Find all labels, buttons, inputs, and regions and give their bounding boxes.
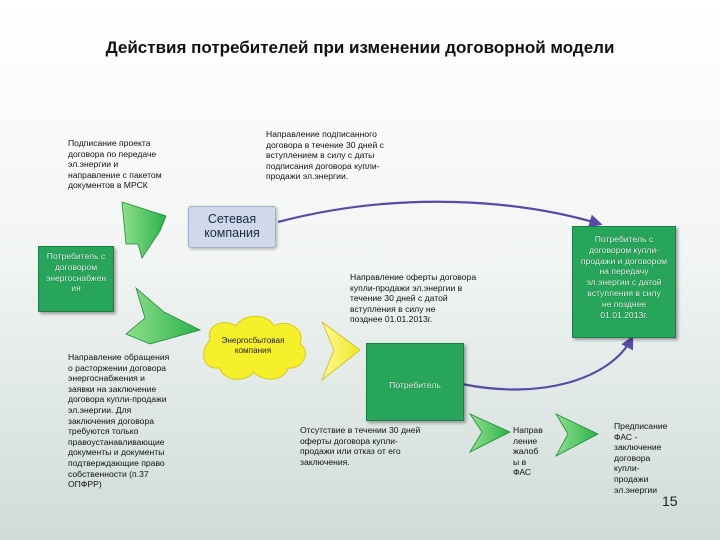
curve-arrow-consumer-to-sale <box>461 335 634 391</box>
note-line: Отсутствие в течении 30 дней <box>300 425 421 435</box>
consumer-sale-line: на передачу <box>599 266 649 277</box>
consumer-sale-line: продажи и договором <box>580 255 668 266</box>
consumer-sale-line: Потребитель с <box>594 234 654 244</box>
note-line: собственности (п.37 <box>68 468 149 479</box>
consumer-supply-line: Потребитель с <box>46 251 106 261</box>
arrow-complaint-to-fas <box>554 413 599 457</box>
note-line: Направление подписанного <box>266 129 377 139</box>
note-complaint: Направ ление жалоб ы в ФАС <box>513 425 557 478</box>
arrow-appeal-to-energy <box>125 286 202 345</box>
note-line: эл.энергии и <box>68 159 119 170</box>
consumer-label: Потребитель <box>389 380 441 390</box>
network-company-box: Сетевая компания <box>188 206 276 248</box>
consumer-sale-line: договором купли- <box>588 244 660 255</box>
energy-sales-cloud <box>203 315 306 380</box>
note-line: заключения. <box>300 456 350 467</box>
note-project: Подписание проекта договора по передаче … <box>68 138 198 191</box>
network-company-line: Сетевая <box>207 212 257 226</box>
note-fas: Предписание ФАС - заключение договора ку… <box>614 421 684 495</box>
note-line: эл.энергии <box>614 484 658 495</box>
page-number: 15 <box>662 493 678 509</box>
consumer-supply-line: энергоснабжен <box>45 272 107 283</box>
energy-sales-line: Энергосбытовая <box>221 336 285 345</box>
energy-sales-line: компания <box>234 346 272 355</box>
note-line: ФАС <box>513 467 532 478</box>
arrow-energy-to-consumer <box>321 320 361 382</box>
arrow-project-to-network <box>121 201 167 259</box>
note-line: ы в <box>513 456 527 467</box>
consumer-sale-line: не позднее <box>601 298 647 309</box>
consumer-box: Потребитель <box>366 343 464 421</box>
note-line: подтверждающие право <box>68 457 165 468</box>
note-line: требуются только <box>68 426 139 437</box>
note-line: продажи эл.энергии. <box>266 171 349 182</box>
page-title: Действия потребителей при изменении дого… <box>105 38 615 57</box>
note-line: договора в течение 30 дней с <box>266 139 384 150</box>
consumer-sale-line: 01.01.2013г. <box>600 309 648 320</box>
note-line: заключение <box>614 442 662 453</box>
consumer-sale-line: эл.энергии с датой <box>586 277 662 288</box>
note-line: заключения договора <box>68 415 155 426</box>
note-line: Направление обращения <box>68 352 170 362</box>
note-line: о расторжении договора <box>68 362 167 373</box>
note-line: ОПФРР) <box>68 479 102 490</box>
note-appeal: Направление обращения о расторжении дого… <box>68 352 196 490</box>
note-line: ление <box>513 435 538 446</box>
note-line: подписания договора купли- <box>266 160 380 171</box>
note-line: продажи <box>614 473 649 484</box>
curve-arrow-network-to-sale <box>277 200 603 228</box>
note-line: позднее 01.01.2013г. <box>350 314 433 325</box>
note-offer: Направление оферты договора купли-продаж… <box>350 272 510 325</box>
note-absence: Отсутствие в течении 30 дней оферты дого… <box>300 425 460 467</box>
note-line: течение 30 дней с датой <box>350 293 448 304</box>
note-line: договора купли-продажи <box>68 394 167 405</box>
note-line: Направление оферты договора <box>350 272 477 282</box>
note-line: продажи или отказ от его <box>300 446 401 457</box>
note-line: купли-продажи эл.энергии в <box>350 282 463 293</box>
note-line: жалоб <box>513 446 539 457</box>
note-line: энергоснабжения и <box>68 373 145 384</box>
note-line: оферты договора купли- <box>300 435 398 446</box>
note-line: правоустанавливающие <box>68 436 165 447</box>
consumer-supply-line: ия <box>71 283 81 294</box>
note-line: договора по передаче <box>68 148 157 159</box>
consumer-sale-box: Потребитель с договором купли- продажи и… <box>572 226 676 338</box>
note-line: заявки на заключение <box>68 383 157 394</box>
note-line: эл.энергии. Для <box>68 404 132 415</box>
consumer-supply-line: договором <box>54 261 98 272</box>
note-line: вступления в силу не <box>350 303 436 314</box>
arrow-consumer-to-complaint <box>468 413 511 453</box>
network-company-line: компания <box>204 226 260 240</box>
note-line: Направ <box>513 425 543 435</box>
note-line: купли- <box>614 463 640 474</box>
note-line: вступлением в силу с даты <box>266 150 375 161</box>
note-line: договора <box>614 452 651 463</box>
note-signed: Направление подписанного договора в тече… <box>266 129 436 182</box>
consumer-supply-box: Потребитель с договором энергоснабжен ия <box>38 246 114 312</box>
note-line: направление с пакетом <box>68 169 162 180</box>
note-line: Предписание <box>614 421 668 431</box>
note-line: документов в МРСК <box>68 180 148 191</box>
note-line: ФАС - <box>614 431 638 442</box>
note-line: Подписание проекта <box>68 138 151 148</box>
consumer-sale-line: вступления в силу <box>587 287 661 298</box>
note-line: документы и документы <box>68 447 165 458</box>
energy-sales-label: Энергосбытовая компания <box>208 336 298 356</box>
